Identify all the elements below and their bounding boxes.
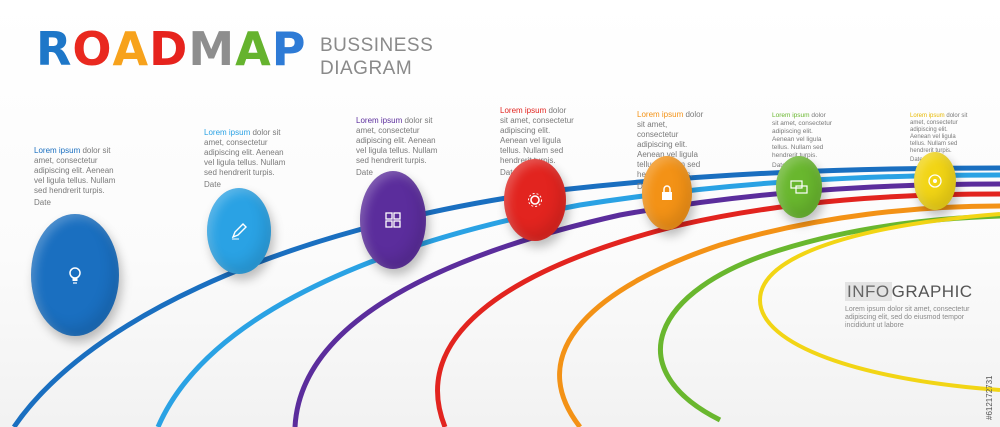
- step-6-text: Lorem ipsum dolor sit amet, consectetur …: [772, 112, 832, 170]
- title-letter: A: [112, 22, 150, 76]
- step-2-text: Lorem ipsum dolor sit amet, consectetur …: [204, 128, 288, 190]
- step-5-badge: [642, 156, 692, 230]
- chat-icon: [790, 180, 808, 194]
- step-date: Date: [772, 162, 786, 169]
- grid-icon: [385, 212, 401, 228]
- step-lead: Lorem ipsum: [772, 112, 810, 119]
- title-letter: P: [271, 22, 307, 76]
- step-date: Date: [910, 157, 923, 163]
- title-letter: A: [235, 22, 272, 76]
- curve-purple: [292, 181, 1000, 427]
- title-letter: R: [36, 22, 73, 76]
- step-body: dolor sit amet, consectetur adipiscing e…: [910, 113, 968, 154]
- curve-orange: [557, 203, 1000, 427]
- subtitle: BUSSINESS DIAGRAM: [320, 34, 433, 80]
- step-date: Date: [356, 168, 373, 177]
- step-1-text: Lorem ipsum dolor sit amet, consectetur …: [34, 146, 122, 208]
- step-4-badge: [504, 159, 566, 241]
- infographic-body: Lorem ipsum dolor sit amet, consectetur …: [845, 306, 970, 329]
- step-3-badge: [360, 171, 426, 269]
- lightbulb-icon: [69, 267, 81, 284]
- title-letter: M: [188, 22, 236, 76]
- curve-light-blue: [155, 172, 1000, 427]
- lock-icon: [662, 185, 672, 200]
- step-date: Date: [34, 198, 51, 207]
- step-body: dolor sit amet, consectetur adipiscing e…: [356, 116, 438, 165]
- step-lead: Lorem ipsum: [910, 113, 945, 119]
- step-date: Date: [204, 180, 221, 189]
- gear-icon: [528, 193, 542, 207]
- target-icon: [928, 174, 942, 188]
- step-7-badge: [914, 152, 956, 210]
- subtitle-line-2: DIAGRAM: [320, 58, 413, 79]
- curve-red: [435, 191, 1000, 427]
- title-letter: O: [72, 22, 113, 76]
- step-date: Date: [500, 168, 517, 177]
- step-lead: Lorem ipsum: [204, 128, 251, 137]
- step-lead: Lorem ipsum: [34, 146, 81, 155]
- step-lead: Lorem ipsum: [356, 116, 403, 125]
- watermark-id: #612172731: [985, 375, 994, 421]
- infographic-title-rest: GRAPHIC: [891, 282, 973, 301]
- step-3-text: Lorem ipsum dolor sit amet, consectetur …: [356, 116, 438, 178]
- step-body: dolor sit amet, consectetur adipiscing e…: [204, 128, 286, 177]
- roadmap-title: ROADMAP: [36, 26, 306, 72]
- step-lead: Lorem ipsum: [500, 106, 547, 115]
- step-lead: Lorem ipsum: [637, 110, 684, 119]
- step-7-text: Lorem ipsum dolor sit amet, consectetur …: [910, 113, 968, 164]
- subtitle-line-1: BUSSINESS: [320, 35, 434, 56]
- infographic-title-highlight: INFO: [845, 282, 892, 301]
- step-2-badge: [207, 188, 271, 274]
- step-body: dolor sit amet, consectetur adipiscing e…: [34, 146, 116, 195]
- title-letter: D: [149, 22, 189, 76]
- pen-icon: [231, 223, 247, 240]
- curve-yellow: [757, 212, 1000, 392]
- step-body: dolor sit amet, consectetur adipiscing e…: [772, 112, 832, 159]
- step-6-badge: [776, 156, 822, 218]
- step-1-badge: [31, 214, 119, 336]
